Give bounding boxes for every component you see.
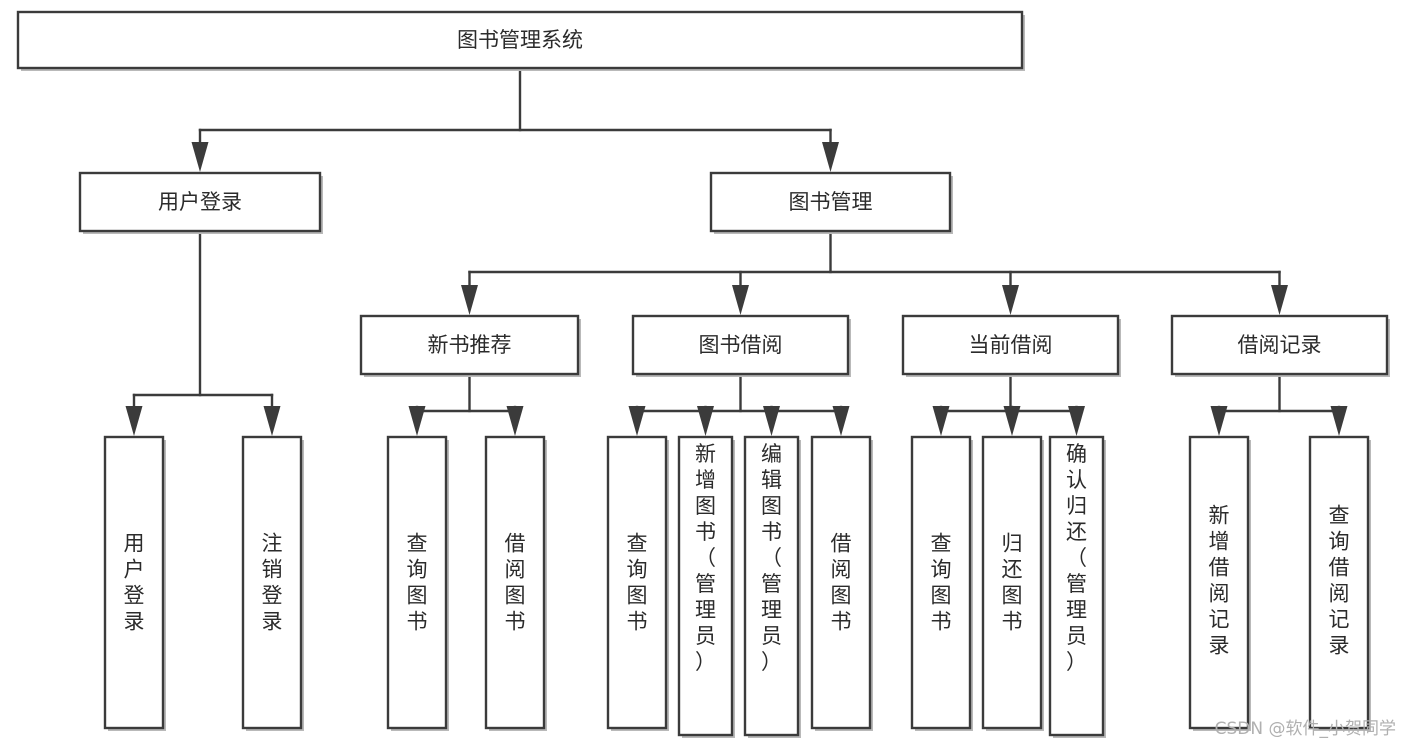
node-leaf-user-login[interactable]: 用户登录 [103, 435, 166, 731]
node-leaf-query-book[interactable]: 查询图书 [606, 435, 669, 731]
arrow-head [1003, 406, 1021, 436]
node-leaf-confirm-return-admin[interactable]: 确认归还（管理员） [1048, 435, 1106, 738]
node-label: 新书推荐 [428, 333, 512, 357]
arrow-head [506, 406, 524, 436]
arrow-head [408, 406, 426, 436]
arrow-head [191, 142, 209, 172]
node-rect[interactable] [16, 10, 1024, 70]
node-label: 编辑图书（管理员） [761, 442, 782, 674]
node-rect[interactable] [386, 435, 448, 730]
arrow-head [125, 406, 143, 436]
node-borrow-record[interactable]: 借阅记录 [1170, 314, 1390, 377]
node-current-borrow[interactable]: 当前借阅 [901, 314, 1121, 377]
node-rect[interactable] [631, 314, 850, 376]
arrow-head [1210, 406, 1228, 436]
node-label: 图书管理系统 [457, 28, 583, 52]
node-book-manage[interactable]: 图书管理 [709, 171, 953, 234]
node-rect[interactable] [241, 435, 303, 730]
node-rect[interactable] [606, 435, 668, 730]
node-label: 图书管理 [789, 190, 873, 214]
node-label: 图书借阅 [699, 333, 783, 357]
node-label: 查询图书 [931, 532, 952, 634]
node-label: 新增图书（管理员） [695, 442, 716, 674]
node-label: 借阅图书 [505, 532, 526, 634]
csdn-watermark: CSDN @软件_小贺同学 [1215, 719, 1396, 739]
arrow-head [263, 406, 281, 436]
arrow-head [1068, 406, 1085, 436]
node-root-root[interactable]: 图书管理系统 [16, 10, 1025, 71]
node-rect[interactable] [484, 435, 546, 730]
node-rect[interactable] [810, 435, 872, 730]
node-label: 用户登录 [158, 190, 242, 214]
node-rect[interactable] [1170, 314, 1389, 376]
arrow-head [932, 406, 950, 436]
node-leaf-borrow-book[interactable]: 借阅图书 [810, 435, 873, 731]
node-leaf-edit-book-admin[interactable]: 编辑图书（管理员） [743, 435, 801, 738]
arrow-head [628, 406, 646, 436]
node-leaf-logout[interactable]: 注销登录 [241, 435, 304, 731]
node-rect[interactable] [910, 435, 972, 730]
node-leaf-query-borrow-record[interactable]: 查询借阅记录 [1308, 435, 1371, 731]
connectors-layer [125, 66, 1348, 436]
node-leaf-query-book-cur[interactable]: 查询图书 [910, 435, 973, 731]
node-rect[interactable] [1188, 435, 1250, 730]
arrow-head [1002, 285, 1019, 315]
arrow-head [832, 406, 850, 436]
node-label: 查询图书 [407, 532, 428, 634]
arrow-head [697, 406, 714, 436]
arrow-head [822, 142, 839, 172]
nodes-layer: 图书管理系统用户登录图书管理新书推荐图书借阅当前借阅借阅记录用户登录注销登录查询… [16, 10, 1390, 738]
arrow-head [732, 285, 749, 315]
node-label: 查询借阅记录 [1329, 504, 1350, 658]
node-book-borrow[interactable]: 图书借阅 [631, 314, 851, 377]
node-label: 用户登录 [124, 532, 145, 634]
node-rect[interactable] [1048, 435, 1105, 737]
node-leaf-add-book-admin[interactable]: 新增图书（管理员） [677, 435, 735, 738]
node-leaf-return-book[interactable]: 归还图书 [981, 435, 1044, 731]
node-leaf-borrow-book-rec[interactable]: 借阅图书 [484, 435, 547, 731]
node-rect[interactable] [677, 435, 734, 737]
arrow-head [1271, 285, 1288, 315]
node-rect[interactable] [359, 314, 580, 376]
node-rect[interactable] [743, 435, 800, 737]
node-label: 新增借阅记录 [1209, 504, 1230, 658]
node-label: 归还图书 [1002, 532, 1023, 634]
node-leaf-query-book-rec[interactable]: 查询图书 [386, 435, 449, 731]
node-label: 借阅记录 [1238, 333, 1322, 357]
node-new-book-recommend[interactable]: 新书推荐 [359, 314, 581, 377]
node-rect[interactable] [901, 314, 1120, 376]
node-rect[interactable] [709, 171, 952, 233]
node-label: 确认归还（管理员） [1066, 442, 1087, 674]
node-rect[interactable] [1308, 435, 1370, 730]
arrow-head [763, 406, 780, 436]
arrow-head [1330, 406, 1348, 436]
node-rect[interactable] [981, 435, 1043, 730]
node-label: 查询图书 [627, 532, 648, 634]
node-leaf-add-borrow-record[interactable]: 新增借阅记录 [1188, 435, 1251, 731]
node-label: 当前借阅 [969, 333, 1053, 357]
node-label: 借阅图书 [831, 532, 852, 634]
arrow-head [461, 285, 478, 315]
node-rect[interactable] [78, 171, 322, 233]
node-label: 注销登录 [262, 532, 283, 634]
node-user-login[interactable]: 用户登录 [78, 171, 323, 234]
node-rect[interactable] [103, 435, 165, 730]
